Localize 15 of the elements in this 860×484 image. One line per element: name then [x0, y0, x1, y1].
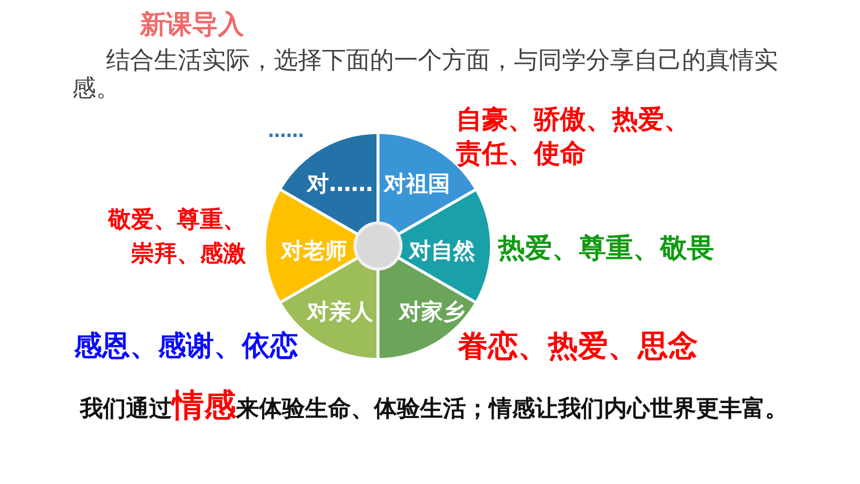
segment-label: 对自然: [409, 239, 475, 265]
emotion-words: ……: [268, 120, 304, 144]
segment-label: 对家乡: [399, 300, 465, 326]
segment-label: 对亲人: [307, 300, 373, 326]
summary-sentence: 我们通过情感来体验生命、体验生活；情感让我们内心世界更丰富。: [80, 385, 788, 426]
intro-paragraph: 结合生活实际，选择下面的一个方面，与同学分享自己的真情实感。: [72, 47, 779, 103]
emotion-words: 眷恋、热爱、思念: [458, 328, 698, 366]
emotion-words: 自豪、骄傲、热爱、责任、使命: [456, 104, 691, 171]
emotion-words: 感恩、感谢、依恋: [74, 328, 298, 364]
segment-label: 对祖国: [384, 172, 450, 198]
segment-label: 对老师: [281, 239, 347, 265]
slide-title: 新课导入: [140, 9, 244, 42]
segment-label: 对……: [307, 172, 373, 198]
emotion-words: 热爱、尊重、敬畏: [498, 232, 714, 266]
emotion-words: 敬爱、尊重、崇拜、感激: [106, 206, 246, 269]
